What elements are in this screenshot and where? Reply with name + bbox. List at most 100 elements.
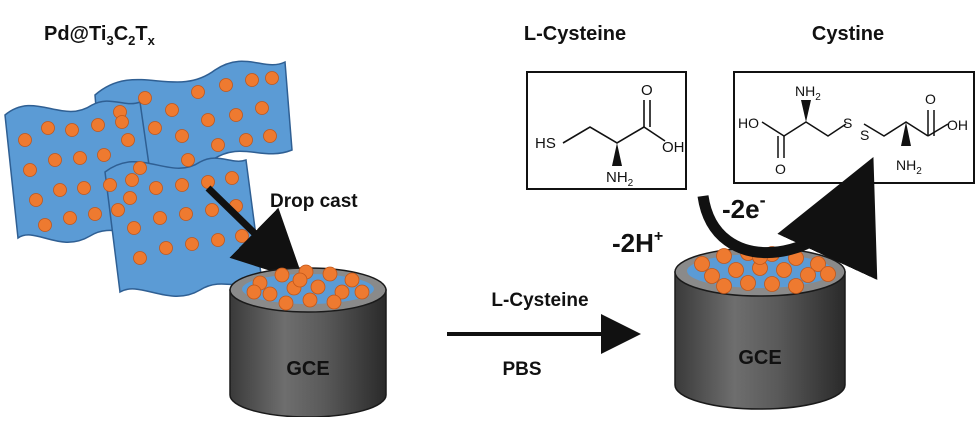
pd-particle: [159, 241, 173, 255]
pd-particle: [133, 161, 147, 175]
cyst-nh2-bottom: NH2: [896, 157, 922, 177]
pd-particle: [48, 153, 62, 167]
pd-particle: [776, 262, 792, 278]
pd-particle: [211, 233, 225, 247]
pd-particle: [111, 203, 125, 217]
pd-particle: [704, 268, 720, 284]
pd-particle: [334, 284, 350, 300]
pd-particle: [103, 178, 117, 192]
pd-particle: [175, 178, 189, 192]
pd-particle: [274, 267, 290, 283]
pd-particle: [788, 278, 804, 294]
buffer-label: PBS: [502, 359, 541, 380]
mxene-sheets: [4, 60, 293, 297]
pd-particle: [255, 101, 269, 115]
pd-particle: [191, 85, 205, 99]
pd-particle: [205, 203, 219, 217]
pd-particle: [165, 103, 179, 117]
pd-particle: [18, 133, 32, 147]
pd-particle: [88, 207, 102, 221]
pd-particle: [344, 272, 360, 288]
reactant-title: L-Cysteine: [524, 23, 626, 45]
pd-particle: [716, 248, 732, 264]
pd-particle: [235, 229, 249, 243]
pd-particle: [265, 71, 279, 85]
cys-hs: HS: [535, 135, 556, 152]
pd-particle: [310, 279, 326, 295]
drop-cast-label: Drop cast: [270, 191, 358, 212]
pd-particle: [292, 272, 308, 288]
cyst-nh2-top: NH2: [795, 83, 821, 103]
proton-loss-label: -2H+: [612, 228, 663, 258]
cystine-structure: HO O NH2 S S O OH NH2: [733, 71, 975, 184]
pd-particle: [148, 121, 162, 135]
gce-label-right: GCE: [738, 347, 781, 369]
cyst-oh: OH: [947, 117, 968, 133]
pd-particle: [138, 91, 152, 105]
reagent-label: L-Cysteine: [491, 290, 588, 311]
cyst-ho: HO: [738, 115, 759, 131]
drop-cast-arrow: [205, 185, 305, 282]
cyst-s2: S: [860, 127, 869, 143]
pd-particle: [219, 78, 233, 92]
pd-particle: [246, 284, 262, 300]
pd-particle: [263, 129, 277, 143]
pd-particle: [322, 266, 338, 282]
pd-particle: [694, 256, 710, 272]
pd-particle: [354, 284, 370, 300]
pd-particle: [127, 221, 141, 235]
pd-particle: [728, 262, 744, 278]
pd-particle: [29, 193, 43, 207]
pd-particle: [63, 211, 77, 225]
pd-particle: [185, 237, 199, 251]
pd-particle: [225, 171, 239, 185]
pd-particle: [245, 73, 259, 87]
pd-particle: [123, 191, 137, 205]
pd-particle: [201, 113, 215, 127]
pd-particle: [91, 118, 105, 132]
pd-particle: [53, 183, 67, 197]
pd-particle: [800, 267, 816, 283]
pd-particle: [326, 294, 342, 310]
pd-nanoparticles-left: [246, 264, 370, 311]
electrode-right: GCE: [674, 245, 846, 410]
cyst-o-bottom: O: [775, 161, 786, 177]
cys-nh2: NH2: [606, 169, 634, 189]
pd-particle: [278, 295, 294, 311]
cysteine-structure: HS O OH NH2: [526, 71, 687, 190]
pd-particle: [764, 276, 780, 292]
pd-particle: [133, 251, 147, 265]
electron-loss-label: -2e-: [722, 190, 766, 224]
pd-particle: [740, 275, 756, 291]
pd-particle: [121, 133, 135, 147]
pd-particle: [23, 163, 37, 177]
pd-particle: [115, 115, 129, 129]
pd-particle: [125, 173, 139, 187]
pd-particle: [41, 121, 55, 135]
pd-particle: [149, 181, 163, 195]
pd-particle: [65, 123, 79, 137]
pd-particle: [97, 148, 111, 162]
product-title: Cystine: [812, 23, 884, 45]
pd-particle: [77, 181, 91, 195]
pd-particle: [302, 292, 318, 308]
reaction-curved-arrow: [697, 157, 878, 281]
pd-particle: [239, 133, 253, 147]
pd-particle: [229, 108, 243, 122]
pd-particle: [201, 175, 215, 189]
cyst-o-top: O: [925, 91, 936, 107]
cys-oh: OH: [662, 139, 685, 156]
material-title: Pd@Ti3C2Tx: [44, 23, 156, 48]
pd-particle: [73, 151, 87, 165]
cyst-s1: S: [843, 115, 852, 131]
pd-particle: [179, 207, 193, 221]
pd-particle: [175, 129, 189, 143]
pd-particle: [181, 153, 195, 167]
gce-label-left: GCE: [286, 358, 329, 380]
pd-nanoparticles-sheets: [18, 71, 279, 265]
pd-particle: [153, 211, 167, 225]
pd-particle: [820, 266, 836, 282]
electrode-left: GCE: [229, 264, 387, 418]
